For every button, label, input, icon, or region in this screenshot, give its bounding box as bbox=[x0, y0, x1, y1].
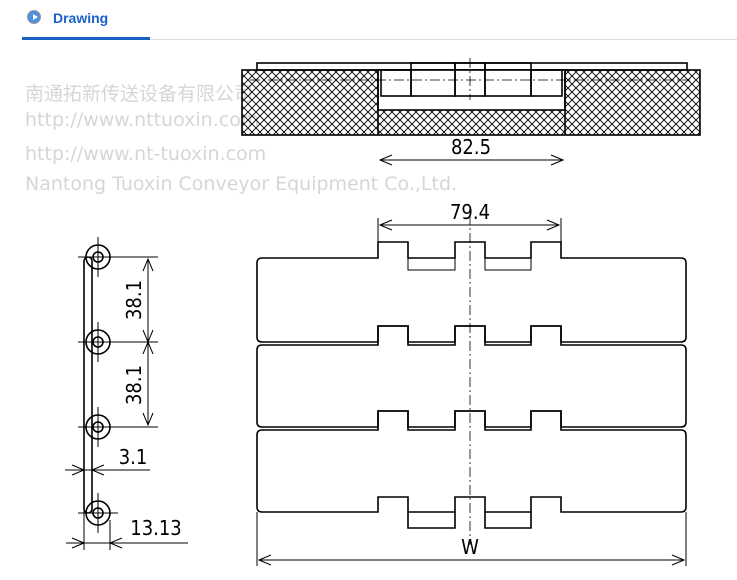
dimension-thickness: 3.1 bbox=[119, 445, 148, 469]
plate bbox=[256, 325, 687, 428]
dimension-link-width: 13.13 bbox=[130, 516, 182, 540]
dimension-82-5: 82.5 bbox=[451, 135, 491, 159]
side-view: 38.1 38.1 3.1 13.13 bbox=[65, 237, 188, 550]
dimension-w: W bbox=[461, 535, 479, 559]
watermark: 南通拓新传送设备有限公司 http://www.nttuoxin.com htt… bbox=[25, 83, 457, 195]
top-section-view: 82.5 bbox=[241, 58, 701, 166]
plate bbox=[256, 410, 687, 513]
plate bbox=[256, 241, 687, 343]
tab-bar: Drawing bbox=[22, 0, 737, 40]
dimension-pitch-1: 38.1 bbox=[122, 280, 146, 320]
plan-view: 79.4 W bbox=[256, 200, 687, 566]
watermark-url1: http://www.nttuoxin.com bbox=[25, 109, 259, 131]
tab-label: Drawing bbox=[53, 10, 109, 26]
watermark-en: Nantong Tuoxin Conveyor Equipment Co.,Lt… bbox=[25, 173, 457, 195]
watermark-url2: http://www.nt-tuoxin.com bbox=[25, 143, 266, 165]
watermark-cn: 南通拓新传送设备有限公司 bbox=[25, 83, 253, 105]
play-circle-icon bbox=[27, 10, 41, 24]
tab-drawing[interactable]: Drawing bbox=[22, 0, 150, 40]
dimension-pitch-2: 38.1 bbox=[122, 365, 146, 405]
